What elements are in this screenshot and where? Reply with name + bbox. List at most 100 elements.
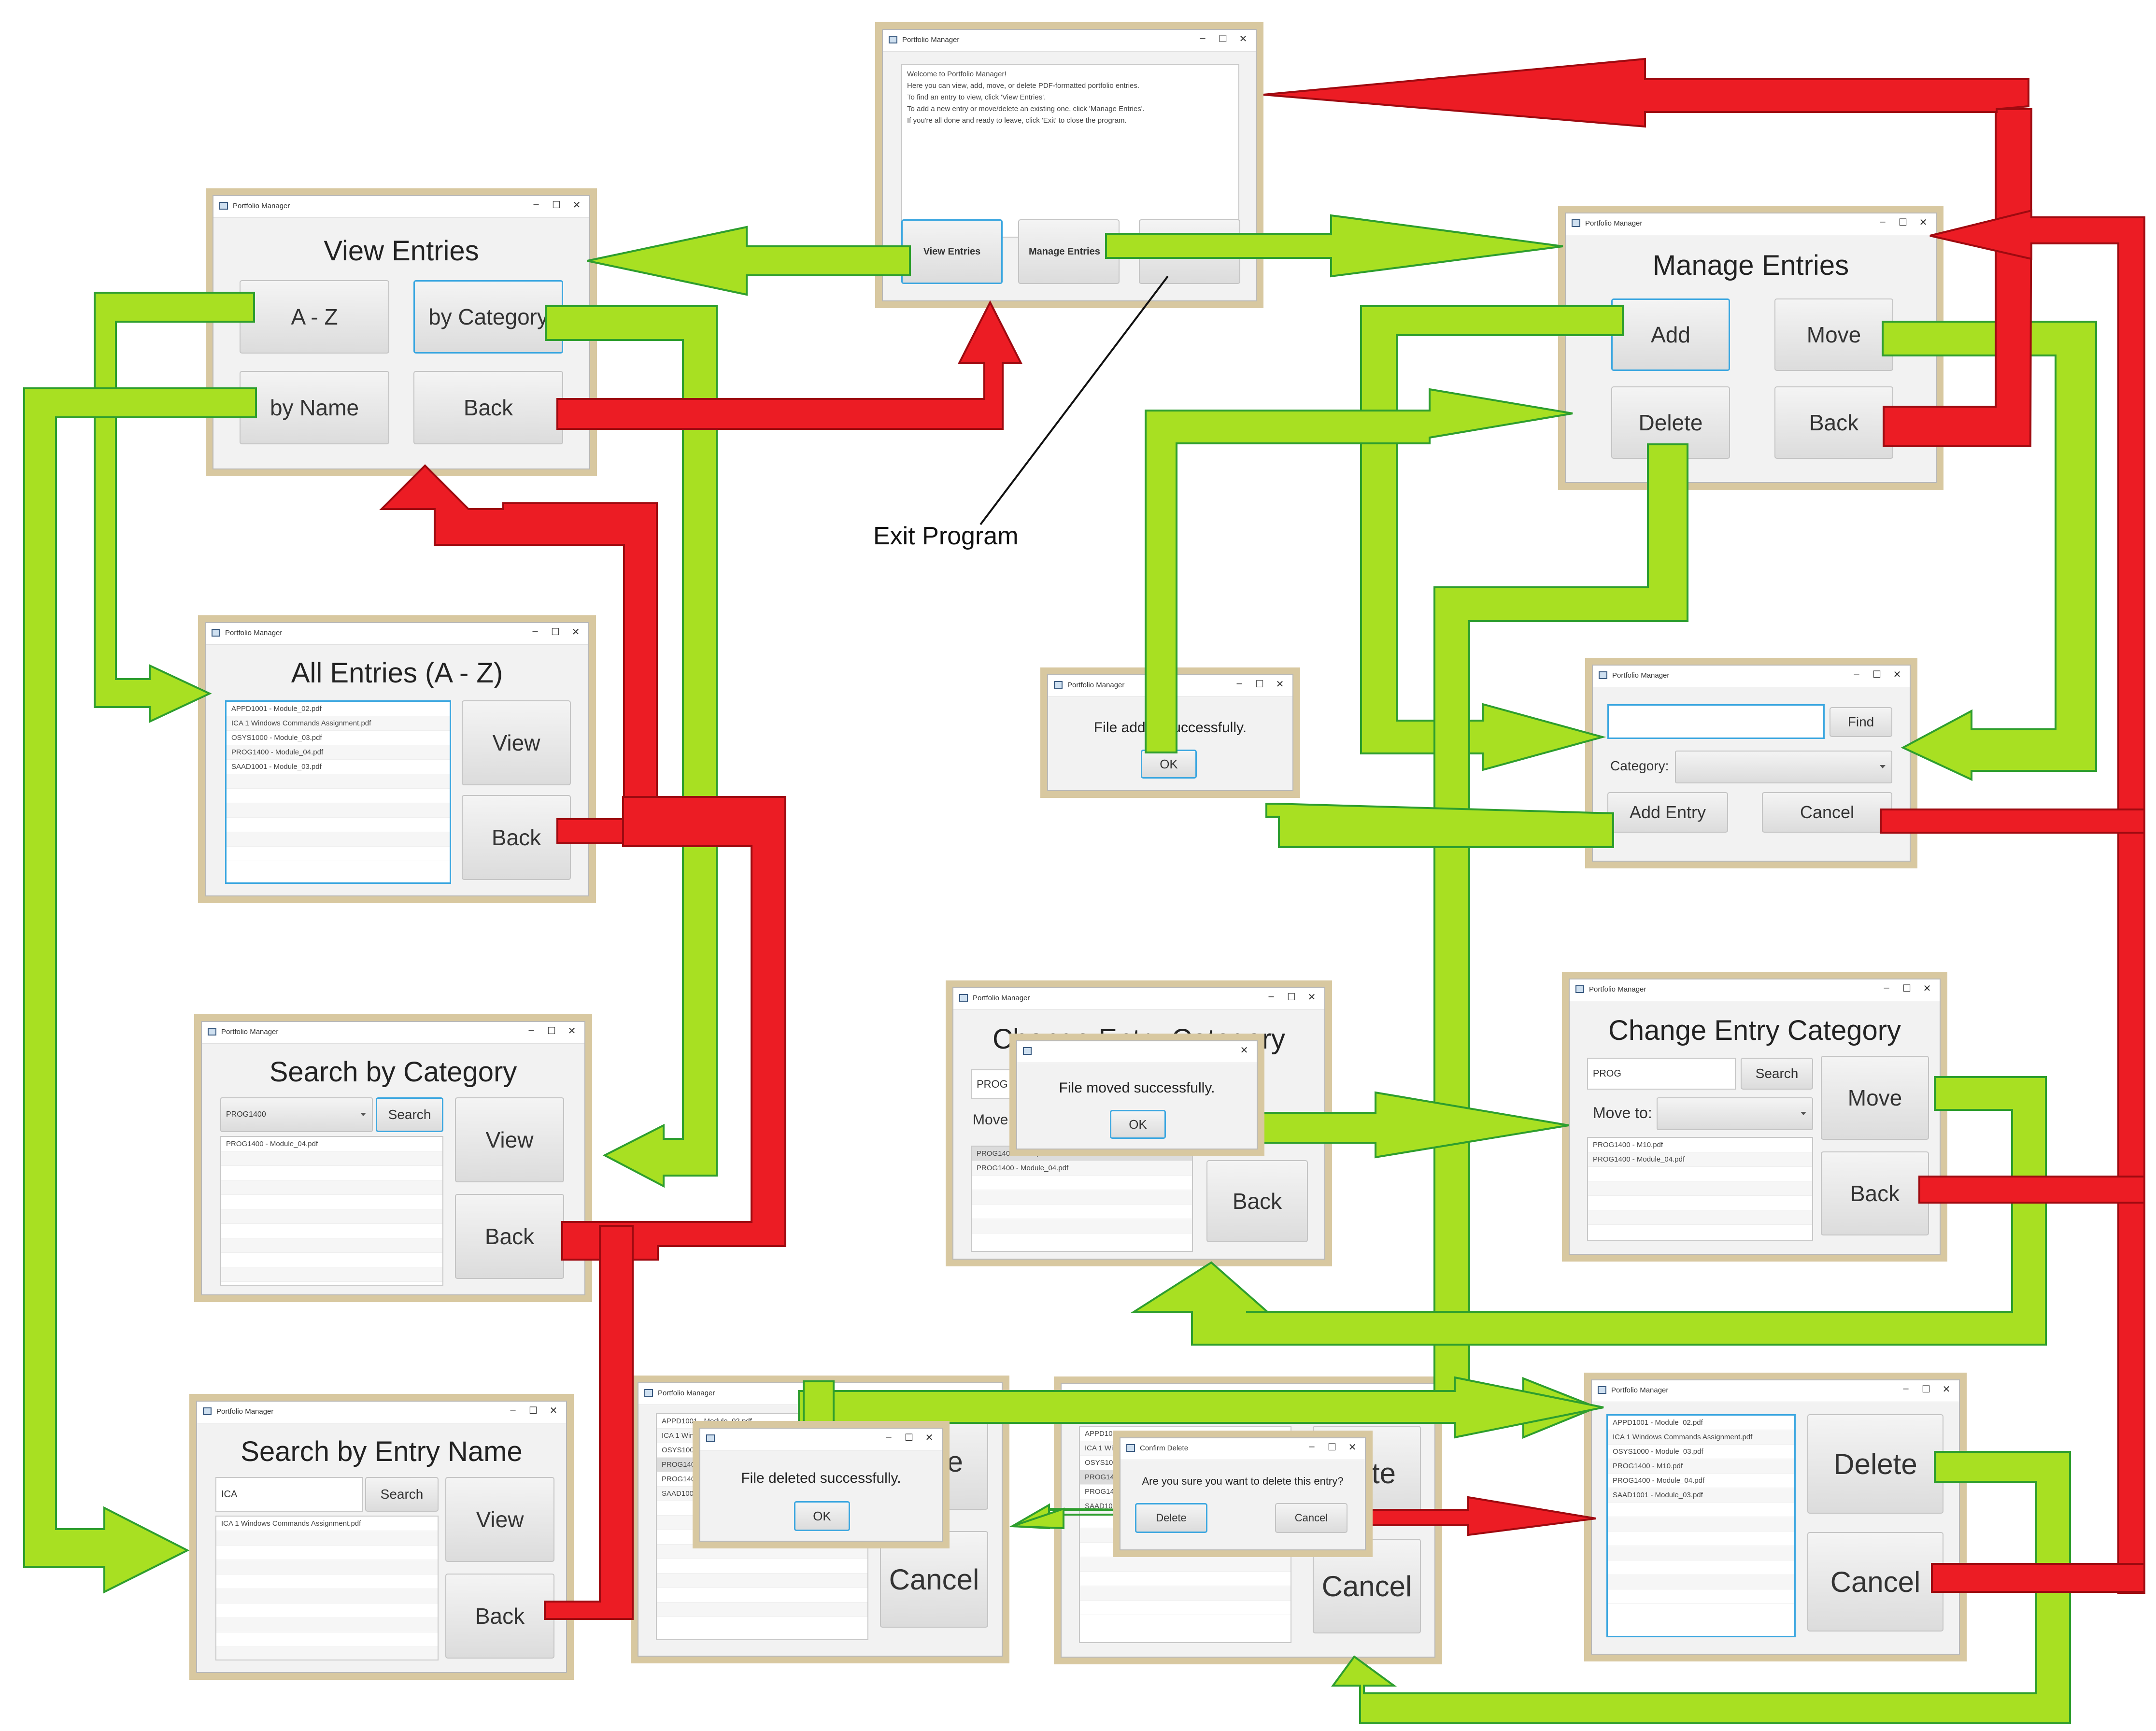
- back-button[interactable]: Back: [445, 1574, 554, 1659]
- list-item[interactable]: PROG1400 - Module_04.pdf: [227, 745, 450, 760]
- minimize-icon[interactable]: –: [1854, 668, 1859, 679]
- maximize-icon[interactable]: ☐: [1219, 34, 1227, 44]
- list-item[interactable]: PROG1400 - M10.pdf: [1608, 1459, 1794, 1474]
- view-entries-button[interactable]: View Entries: [901, 219, 1003, 284]
- back-button[interactable]: Back: [1821, 1151, 1929, 1235]
- close-icon[interactable]: ✕: [1923, 983, 1931, 994]
- close-icon[interactable]: ✕: [567, 1026, 576, 1036]
- move-button[interactable]: Move: [1774, 298, 1893, 371]
- view-button[interactable]: View: [462, 700, 571, 785]
- close-icon[interactable]: ✕: [1276, 679, 1284, 690]
- list-item[interactable]: ICA 1 Windows Commands Assignment.pdf: [227, 716, 450, 731]
- list-item[interactable]: PROG1400 - Module_04.pdf: [1588, 1152, 1812, 1167]
- back-button[interactable]: Back: [455, 1194, 564, 1279]
- maximize-icon[interactable]: ☐: [551, 627, 560, 638]
- back-button[interactable]: Back: [462, 795, 571, 880]
- list-item[interactable]: PROG1400 - Module_04.pdf: [972, 1161, 1192, 1176]
- ok-button[interactable]: OK: [1141, 750, 1197, 779]
- entries-list[interactable]: APPD1001 - Module_02.pdf ICA 1 Windows C…: [225, 700, 451, 884]
- cancel-button[interactable]: Cancel: [1807, 1532, 1943, 1632]
- entries-list[interactable]: APPD1001 - Module_02.pdf ICA 1 Windows C…: [1606, 1414, 1796, 1637]
- file-path-input[interactable]: [1607, 704, 1825, 739]
- maximize-icon[interactable]: ☐: [1872, 669, 1881, 680]
- add-entry-button[interactable]: Add Entry: [1607, 792, 1728, 833]
- close-icon[interactable]: ✕: [1893, 669, 1901, 680]
- list-item[interactable]: PROG1400 - Module_04.pdf: [221, 1137, 442, 1151]
- minimize-icon[interactable]: –: [510, 1405, 516, 1415]
- maximize-icon[interactable]: ☐: [1287, 992, 1296, 1003]
- list-item[interactable]: APPD1001 - Module_02.pdf: [227, 702, 450, 716]
- entry-name-input[interactable]: ICA: [215, 1477, 363, 1512]
- cancel-button[interactable]: Cancel: [1275, 1503, 1348, 1533]
- minimize-icon[interactable]: –: [1880, 216, 1886, 227]
- ok-button[interactable]: OK: [794, 1501, 850, 1531]
- cancel-button[interactable]: Cancel: [880, 1531, 988, 1628]
- close-icon[interactable]: ✕: [925, 1433, 934, 1443]
- move-to-combo[interactable]: [1657, 1097, 1813, 1130]
- ok-button[interactable]: OK: [1110, 1110, 1166, 1139]
- maximize-icon[interactable]: ☐: [1899, 217, 1907, 228]
- search-button[interactable]: Search: [1741, 1058, 1813, 1090]
- cancel-button[interactable]: Cancel: [1313, 1539, 1421, 1633]
- search-button[interactable]: Search: [376, 1097, 443, 1132]
- close-icon[interactable]: ✕: [571, 627, 580, 638]
- list-item[interactable]: PROG1400 - M10.pdf: [1588, 1138, 1812, 1152]
- add-button[interactable]: Add: [1611, 298, 1730, 371]
- minimize-icon[interactable]: –: [528, 1025, 534, 1036]
- maximize-icon[interactable]: ☐: [1922, 1384, 1930, 1395]
- results-list[interactable]: ICA 1 Windows Commands Assignment.pdf: [215, 1516, 439, 1660]
- by-name-button[interactable]: by Name: [240, 371, 389, 444]
- close-icon[interactable]: ✕: [572, 200, 581, 211]
- maximize-icon[interactable]: ☐: [552, 200, 561, 211]
- find-button[interactable]: Find: [1830, 707, 1892, 737]
- search-button[interactable]: Search: [365, 1477, 439, 1512]
- move-button[interactable]: Move: [1821, 1056, 1929, 1140]
- a-z-button[interactable]: A - Z: [240, 280, 389, 354]
- list-item[interactable]: PROG1400 - Module_04.pdf: [1608, 1474, 1794, 1488]
- maximize-icon[interactable]: ☐: [547, 1026, 556, 1036]
- list-item[interactable]: OSYS1000 - Module_03.pdf: [227, 731, 450, 745]
- search-input[interactable]: PROG: [1587, 1058, 1736, 1090]
- close-icon[interactable]: ✕: [1240, 1045, 1248, 1056]
- minimize-icon[interactable]: –: [886, 1432, 892, 1442]
- list-item[interactable]: OSYS1000 - Module_03.pdf: [1608, 1445, 1794, 1459]
- list-item[interactable]: SAAD1001 - Module_03.pdf: [227, 760, 450, 774]
- minimize-icon[interactable]: –: [1200, 33, 1206, 43]
- back-button[interactable]: Back: [1206, 1160, 1308, 1242]
- results-list[interactable]: PROG1400 - M10.pdf PROG1400 - Module_04.…: [1587, 1137, 1813, 1241]
- back-button[interactable]: Back: [1774, 386, 1893, 459]
- close-icon[interactable]: ✕: [1942, 1384, 1951, 1395]
- category-combo[interactable]: [1675, 751, 1892, 783]
- list-item[interactable]: APPD1001 - Module_02.pdf: [1608, 1416, 1794, 1430]
- list-item[interactable]: ICA 1 Windows Commands Assignment.pdf: [216, 1517, 438, 1531]
- close-icon[interactable]: ✕: [549, 1405, 558, 1416]
- by-category-button[interactable]: by Category: [413, 280, 563, 354]
- cancel-button[interactable]: Cancel: [1762, 792, 1892, 833]
- category-combo[interactable]: PROG1400: [220, 1097, 373, 1132]
- close-icon[interactable]: ✕: [1919, 217, 1928, 228]
- minimize-icon[interactable]: –: [1268, 991, 1274, 1002]
- list-item[interactable]: SAAD1001 - Module_03.pdf: [1608, 1488, 1794, 1503]
- welcome-text-area[interactable]: Welcome to Portfolio Manager! Here you c…: [901, 64, 1239, 238]
- view-button[interactable]: View: [455, 1097, 564, 1182]
- minimize-icon[interactable]: –: [533, 199, 539, 210]
- minimize-icon[interactable]: –: [1309, 1441, 1315, 1452]
- close-icon[interactable]: ✕: [1239, 34, 1248, 44]
- minimize-icon[interactable]: –: [532, 626, 538, 637]
- results-list[interactable]: PROG1400 - Module_04.pdf: [220, 1136, 443, 1286]
- minimize-icon[interactable]: –: [1884, 982, 1889, 993]
- maximize-icon[interactable]: ☐: [1255, 679, 1264, 690]
- close-icon[interactable]: ✕: [1348, 1442, 1357, 1453]
- maximize-icon[interactable]: ☐: [529, 1405, 538, 1416]
- list-item[interactable]: ICA 1 Windows Commands Assignment.pdf: [1608, 1430, 1794, 1445]
- close-icon[interactable]: ✕: [1307, 992, 1316, 1003]
- view-button[interactable]: View: [445, 1477, 554, 1562]
- maximize-icon[interactable]: ☐: [905, 1433, 913, 1443]
- manage-entries-button[interactable]: Manage Entries: [1018, 219, 1120, 284]
- delete-button[interactable]: Delete: [1135, 1503, 1207, 1533]
- maximize-icon[interactable]: ☐: [1902, 983, 1911, 994]
- minimize-icon[interactable]: –: [1236, 678, 1242, 689]
- back-button[interactable]: Back: [413, 371, 563, 444]
- minimize-icon[interactable]: –: [1903, 1383, 1909, 1394]
- maximize-icon[interactable]: ☐: [1328, 1442, 1336, 1453]
